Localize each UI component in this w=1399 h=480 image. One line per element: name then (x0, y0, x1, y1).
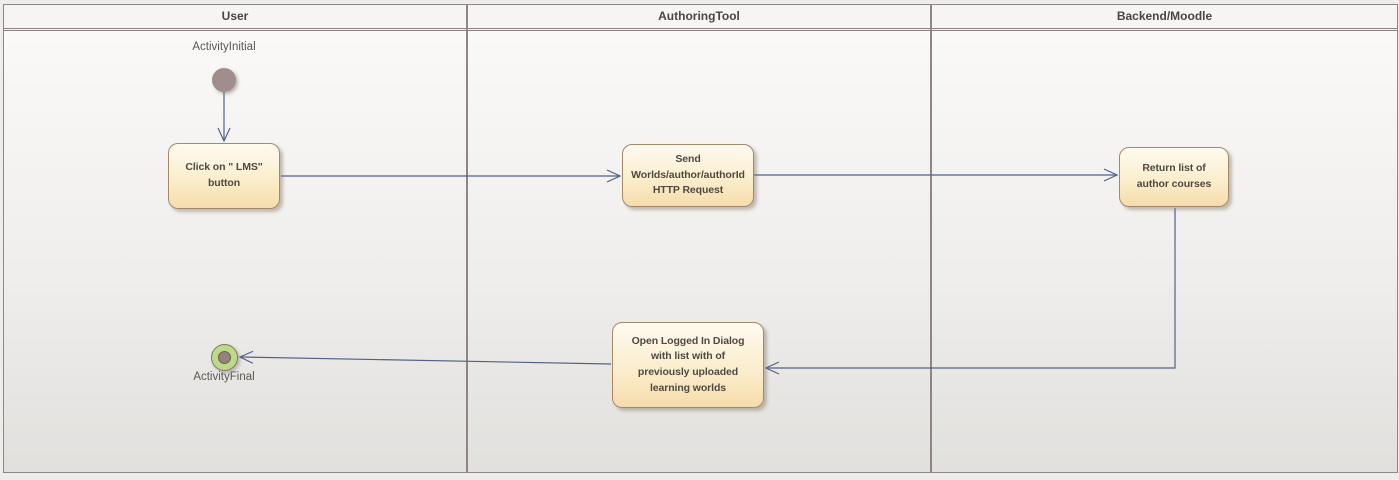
activity-click-lms-button[interactable]: Click on " LMS" button (168, 143, 280, 209)
activity-initial-label: ActivityInitial (192, 41, 256, 53)
activity-final-node[interactable] (211, 344, 238, 371)
activity-open-logged-in-dialog[interactable]: Open Logged In Dialog with list with of … (612, 322, 764, 408)
activity-final-inner-dot (218, 351, 231, 364)
activity-final-label: ActivityFinal (193, 371, 255, 383)
swimlane-user-body (4, 30, 466, 472)
swimlane-user-title[interactable]: User (4, 5, 466, 29)
activity-initial-node[interactable] (212, 68, 236, 92)
activity-return-author-courses[interactable]: Return list of author courses (1119, 147, 1229, 207)
swimlane-authoringtool-title[interactable]: AuthoringTool (468, 5, 930, 29)
swimlane-backend-moodle: Backend/Moodle (931, 4, 1398, 473)
activity-send-http-request[interactable]: Send Worlds/author/authorId HTTP Request (622, 144, 754, 207)
swimlane-backend-moodle-title[interactable]: Backend/Moodle (932, 5, 1397, 29)
swimlane-backend-moodle-body (932, 30, 1397, 472)
